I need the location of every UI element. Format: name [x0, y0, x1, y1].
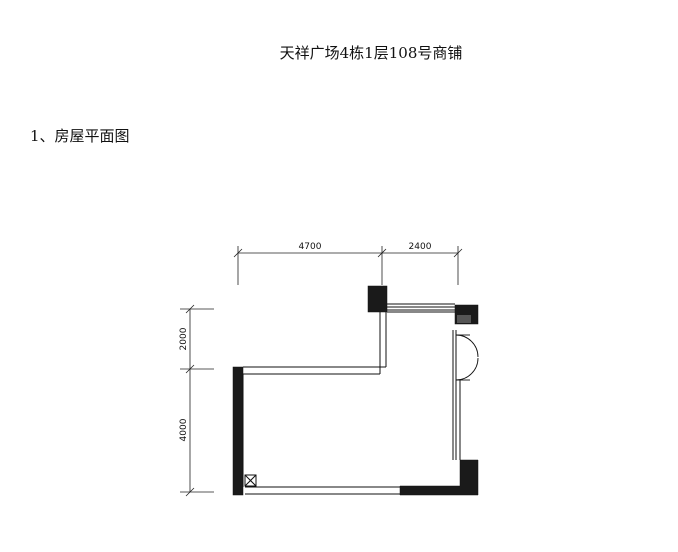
document-title: 天祥广场4栋1层108号商铺	[279, 44, 463, 62]
shaft-box	[244, 474, 257, 487]
walls	[243, 303, 461, 495]
dimension-4700: 4700	[299, 242, 322, 252]
section-heading: 1、房屋平面图	[30, 127, 130, 145]
wall-bottom-right-thick	[399, 459, 479, 496]
wall-left-thick	[232, 366, 244, 496]
dimension-2400: 2400	[409, 242, 432, 252]
dimension-2000: 2000	[179, 327, 189, 350]
top-dimension-line	[233, 246, 463, 285]
dimension-4000: 4000	[179, 418, 189, 441]
double-door	[455, 334, 479, 381]
left-dimension-line	[180, 304, 214, 497]
column-hatch	[457, 315, 471, 323]
columns	[232, 285, 479, 496]
column-top-center	[367, 285, 388, 313]
